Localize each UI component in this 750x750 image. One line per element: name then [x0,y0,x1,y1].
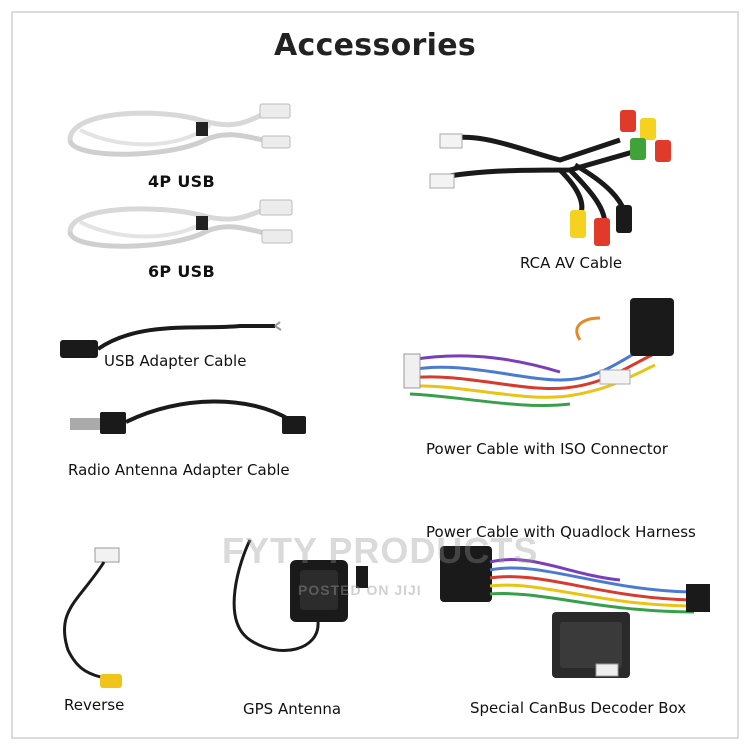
label-usb-adapter-cable: USB Adapter Cable [104,352,247,370]
poster-border [11,11,739,739]
watermark-line-1: FYTY PRODUCTS [222,530,539,571]
iso-power-cable-image [403,298,674,407]
label-gps-antenna: GPS Antenna [243,700,342,718]
quadlock-harness-image [440,546,710,614]
label-canbus-decoder-box: Special CanBus Decoder Box [470,699,687,717]
label-rca-av-cable: RCA AV Cable [520,254,623,272]
usb-6p-cable-image [67,199,293,249]
label-radio-antenna-adapter-cable: Radio Antenna Adapter Cable [68,461,290,479]
label-4p-usb: 4P USB [148,172,215,191]
label-6p-usb: 6P USB [148,262,215,281]
reverse-cable-image [62,547,122,688]
watermark-line-2: POSTED ON JIJI [298,582,422,598]
rca-av-cable-image [429,110,671,246]
page-title: Accessories [273,28,477,63]
label-power-cable-iso: Power Cable with ISO Connector [426,440,668,458]
gps-antenna-image [232,539,368,652]
canbus-decoder-box-image [552,612,630,678]
radio-antenna-adapter-image [70,399,306,434]
usb-adapter-cable-image [60,321,282,358]
label-reverse: Reverse [64,696,125,714]
usb-4p-cable-image [67,103,291,157]
label-power-cable-quadlock: Power Cable with Quadlock Harness [426,523,696,541]
